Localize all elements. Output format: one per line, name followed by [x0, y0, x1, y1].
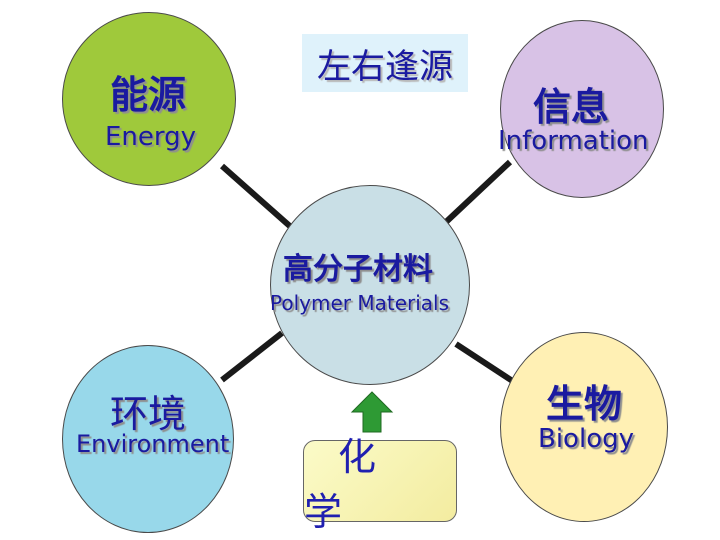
up-arrow-icon: [350, 391, 394, 433]
environment-en-label: Environment: [76, 430, 230, 458]
center-title: 高分子材料: [283, 252, 433, 287]
information-cn-label: 信息: [533, 85, 610, 129]
information-node: [500, 20, 664, 198]
biology-cn-label: 生物: [546, 382, 623, 426]
link-energy: [220, 163, 294, 231]
link-environment: [220, 330, 284, 383]
environment-cn-label: 环境: [110, 392, 187, 436]
polymer-materials-node: [270, 185, 470, 385]
information-en-label: Information: [498, 126, 649, 156]
center-subtitle: Polymer Materials: [270, 291, 450, 315]
biology-node: [500, 332, 668, 522]
link-biology: [454, 341, 516, 385]
chemistry-box: 化学: [303, 435, 457, 534]
environment-node: [62, 345, 234, 533]
energy-en-label: Energy: [105, 122, 197, 152]
energy-cn-label: 能源: [110, 73, 187, 117]
link-information: [443, 159, 513, 225]
biology-en-label: Biology: [538, 424, 634, 454]
top-label: 左右逢源: [302, 34, 468, 92]
energy-node: [62, 12, 236, 186]
